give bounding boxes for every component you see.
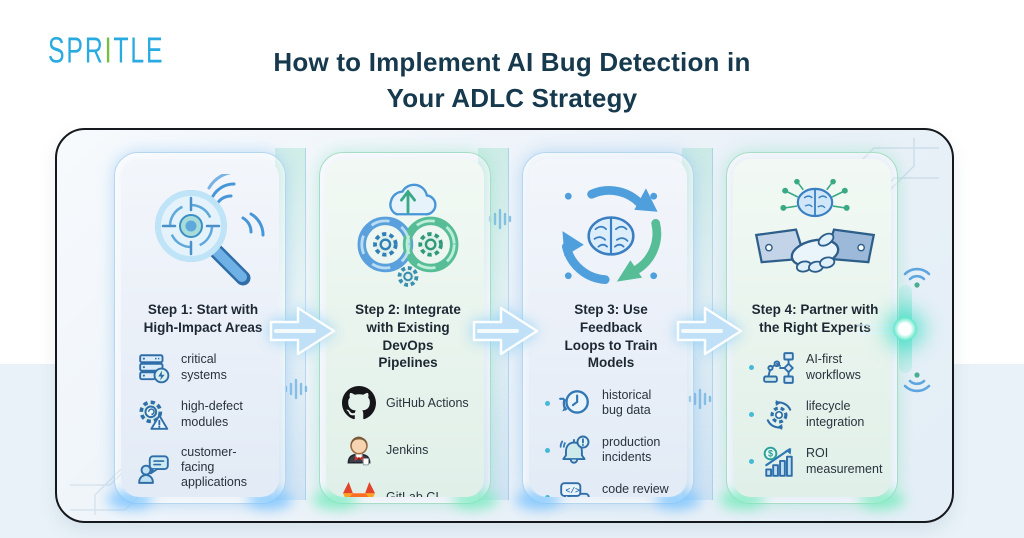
- title-line-2: Your ADLC Strategy: [386, 83, 638, 113]
- gitlab-icon: [342, 480, 376, 497]
- diagram-panel: •••• •••• •••• Step 1: Start with High-I…: [55, 128, 954, 523]
- list-item-label: customer-facing applications: [181, 444, 248, 490]
- history-clock-icon: [558, 386, 592, 420]
- flow-arrow-icon: [267, 296, 339, 366]
- waveform-icon: [284, 378, 308, 400]
- end-streaks: [857, 328, 903, 330]
- step-item-list: AI-first workflows lifecycle integration…: [749, 351, 883, 479]
- flow-arrow-icon: [470, 296, 542, 366]
- bullet-dot: [749, 412, 754, 418]
- step-title: Step 1: Start with High-Impact Areas: [143, 302, 263, 335]
- devops-infinity-icon: [342, 171, 474, 299]
- title-line-1: How to Implement AI Bug Detection in: [273, 47, 751, 77]
- magnifier-target-icon: [137, 171, 269, 299]
- wifi-icon-inverted: [903, 372, 931, 393]
- step-title: Step 4: Partner with the Right Experts: [751, 302, 879, 335]
- list-item-label: historical bug data: [602, 388, 652, 418]
- step-card-inner: Step 1: Start with High-Impact Areas cri…: [121, 159, 279, 497]
- list-item-label: GitLab CI: [386, 489, 439, 497]
- wifi-icon: [903, 267, 931, 288]
- bullet-dot: [545, 447, 550, 453]
- list-item-label: ROI measurement: [806, 446, 883, 476]
- step-card-inner: Step 2: Integrate with Existing DevOps P…: [326, 159, 484, 497]
- alert-bell-icon: [558, 433, 592, 467]
- list-item: $ ROI measurement: [749, 445, 883, 479]
- logo-prefix: SPR: [48, 30, 105, 71]
- bullet-dot: [545, 494, 550, 497]
- list-item: Jenkins: [342, 433, 474, 467]
- list-item: GitHub Actions: [342, 386, 474, 420]
- svg-text:</>: </>: [565, 487, 580, 496]
- gear-warning-icon: [137, 398, 171, 432]
- person-chat-icon: [137, 451, 171, 485]
- step-card-inner: Step 3: Use Feedback Loops to Train Mode…: [529, 159, 687, 497]
- spritle-logo: SPRITLE: [48, 30, 164, 72]
- list-item: high-defect modules: [137, 398, 269, 432]
- list-item-label: high-defect modules: [181, 399, 243, 429]
- list-item-label: lifecycle integration: [806, 399, 865, 429]
- list-item-label: code review feedback: [602, 482, 669, 496]
- list-item-label: critical systems: [181, 352, 227, 382]
- github-icon: [342, 386, 376, 420]
- robot-flowchart-icon: [762, 351, 796, 385]
- list-item-label: production incidents: [602, 435, 661, 465]
- list-item: lifecycle integration: [749, 398, 881, 432]
- step-card-step-3: Step 3: Use Feedback Loops to Train Mode…: [515, 152, 701, 509]
- list-item-label: Jenkins: [386, 442, 429, 457]
- bullet-dot: [749, 459, 754, 465]
- list-item: AI-first workflows: [749, 351, 881, 385]
- step-card-step-1: Step 1: Start with High-Impact Areas cri…: [107, 152, 293, 509]
- step-title: Step 2: Integrate with Existing DevOps P…: [355, 302, 461, 371]
- list-item-label: GitHub Actions: [386, 395, 469, 410]
- list-item: customer-facing applications: [137, 445, 269, 491]
- list-item-label: AI-first workflows: [806, 352, 861, 382]
- jenkins-icon: [342, 433, 376, 467]
- server-lightning-icon: [137, 351, 171, 385]
- step-item-list: historical bug data production incidents…: [545, 386, 677, 497]
- step-item-list: GitHub Actions Jenkins GitLab CI: [342, 386, 474, 497]
- feedback-loop-brain-icon: [545, 171, 677, 299]
- logo-suffix: TLE: [113, 30, 165, 71]
- waveform-icon: [688, 388, 712, 410]
- list-item: critical systems: [137, 351, 269, 385]
- list-item: historical bug data: [545, 386, 677, 420]
- lifecycle-gear-icon: [762, 398, 796, 432]
- list-item: </> code review feedback: [545, 480, 677, 497]
- bullet-dot: [749, 365, 754, 371]
- end-glow-dot: [893, 317, 917, 341]
- flow-arrow-icon: [674, 296, 746, 366]
- handshake-ai-icon: [749, 171, 881, 299]
- step-card-step-2: Step 2: Integrate with Existing DevOps P…: [312, 152, 498, 509]
- list-item: production incidents: [545, 433, 677, 467]
- svg-text:$: $: [768, 448, 773, 458]
- roi-chart-icon: $: [762, 445, 796, 479]
- list-item: GitLab CI: [342, 480, 474, 497]
- step-item-list: critical systems high-defect modules cus…: [137, 351, 269, 491]
- page-title: How to Implement AI Bug Detection in You…: [0, 44, 1024, 116]
- code-chat-icon: </>: [558, 480, 592, 497]
- step-title: Step 3: Use Feedback Loops to Train Mode…: [564, 302, 658, 371]
- logo-accent: I: [104, 30, 114, 71]
- bullet-dot: [545, 400, 550, 406]
